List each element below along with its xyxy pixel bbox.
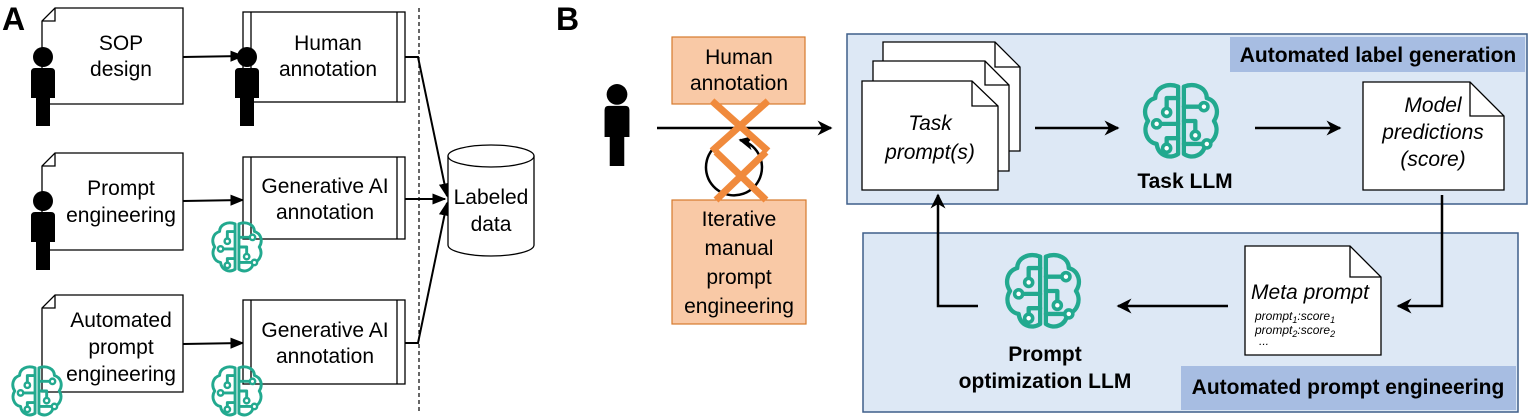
task-llm-label: Task LLM (1137, 170, 1232, 193)
person-icon (235, 47, 259, 126)
predictions-label-1: Model (1404, 94, 1463, 117)
svg-text:prompt2:score2: prompt2:score2 (1254, 323, 1335, 339)
person-icon (31, 47, 55, 126)
meta-prompt-title: Meta prompt (1251, 281, 1370, 304)
b-human-label-1: Human (705, 46, 773, 69)
meta-line1-sub1: 1 (1292, 315, 1297, 325)
arrow-predictions-to-meta (1396, 195, 1444, 314)
genai-label-1b: annotation (276, 201, 374, 224)
meta-line2-sub1: 2 (1291, 329, 1297, 339)
auto-prompt-label-2: prompt (88, 336, 154, 359)
sop-design-doc: SOP design (41, 7, 184, 105)
automated-prompt-eng-doc: Automated prompt engineering (41, 294, 184, 393)
task-prompts-label-1: Task (908, 112, 953, 135)
arrow-optimizer-to-prompts (930, 193, 978, 308)
genai-annotation-box-1: Generative AI annotation (242, 156, 406, 240)
sop-label-2: design (90, 58, 152, 81)
person-icon (31, 191, 55, 270)
panel-b-letter: B (556, 1, 579, 37)
human-annotation-label-1: Human (294, 32, 362, 55)
genai-annotation-box-2: Generative AI annotation (242, 299, 406, 385)
optimizer-label-1: Prompt (1008, 343, 1082, 366)
prompt-engineering-title: Automated prompt engineering (1192, 376, 1505, 399)
panel-a-letter: A (2, 1, 25, 37)
brain-circuit-icon (211, 221, 263, 273)
meta-line2-mid: :score (1297, 323, 1330, 337)
labeled-data-label-2: data (471, 213, 512, 236)
task-prompts-stack: Task prompt(s) (861, 41, 1021, 191)
meta-line1-mid: :score (1297, 309, 1330, 323)
predictions-label-2: predictions (1381, 121, 1484, 144)
b-iter-label-2: manual (705, 237, 774, 260)
meta-prompt-doc: Meta prompt prompt1:score1 prompt2:score… (1244, 245, 1382, 356)
label-generation-title: Automated label generation (1240, 44, 1517, 67)
brain-circuit-icon (211, 365, 263, 417)
auto-prompt-label-3: engineering (66, 363, 176, 386)
meta-line2-sub2: 2 (1329, 329, 1335, 339)
optimizer-label-2: optimization LLM (959, 370, 1132, 393)
cycle-icon (704, 135, 764, 197)
label-generation-tag (1230, 37, 1525, 72)
predictions-label-3: (score) (1400, 148, 1465, 171)
genai-label-1a: Generative AI (261, 175, 388, 198)
labeled-data-label-1: Labeled (454, 186, 529, 209)
task-prompts-label-2: prompt(s) (884, 141, 975, 164)
b-iter-label-1: Iterative (702, 208, 777, 231)
b-human-label-2: annotation (690, 72, 788, 95)
cross-icon (709, 98, 771, 154)
meta-line1-sub2: 1 (1330, 315, 1335, 325)
arrow-auto-to-genai (182, 337, 245, 349)
model-predictions-doc: Model predictions (score) (1362, 81, 1505, 191)
genai-label-2a: Generative AI (261, 319, 388, 342)
sop-label-1: SOP (99, 32, 143, 55)
prompt-eng-label-1: Prompt (87, 177, 155, 200)
human-annotation-box: Human annotation (242, 11, 406, 103)
arrow-prompt-to-genai (182, 194, 245, 206)
genai-label-2b: annotation (276, 345, 374, 368)
human-annotation-orange: Human annotation (671, 36, 806, 105)
prompt-eng-label-2: engineering (66, 204, 176, 227)
arrow-sop-to-human (182, 50, 245, 62)
arrow-genai2-to-data (405, 201, 450, 344)
svg-text:prompt1:score1: prompt1:score1 (1254, 309, 1335, 325)
labeled-data-cylinder: Labeled data (447, 144, 535, 257)
meta-line2-base: prompt (1254, 323, 1293, 337)
prompt-engineering-tag (1181, 366, 1516, 410)
person-icon (604, 84, 630, 166)
b-iter-label-4: engineering (684, 295, 794, 318)
iterative-manual-orange: Iterative manual prompt engineering (671, 199, 807, 325)
auto-prompt-label-1: Automated (70, 309, 172, 332)
meta-ellipsis: ... (1259, 334, 1269, 348)
human-annotation-label-2: annotation (279, 58, 377, 81)
meta-line1-base: prompt (1254, 309, 1293, 323)
arrow-human-to-data (405, 56, 450, 198)
prompt-engineering-doc: Prompt engineering (41, 152, 184, 251)
cross-icon (713, 149, 769, 203)
b-iter-label-3: prompt (706, 266, 772, 289)
